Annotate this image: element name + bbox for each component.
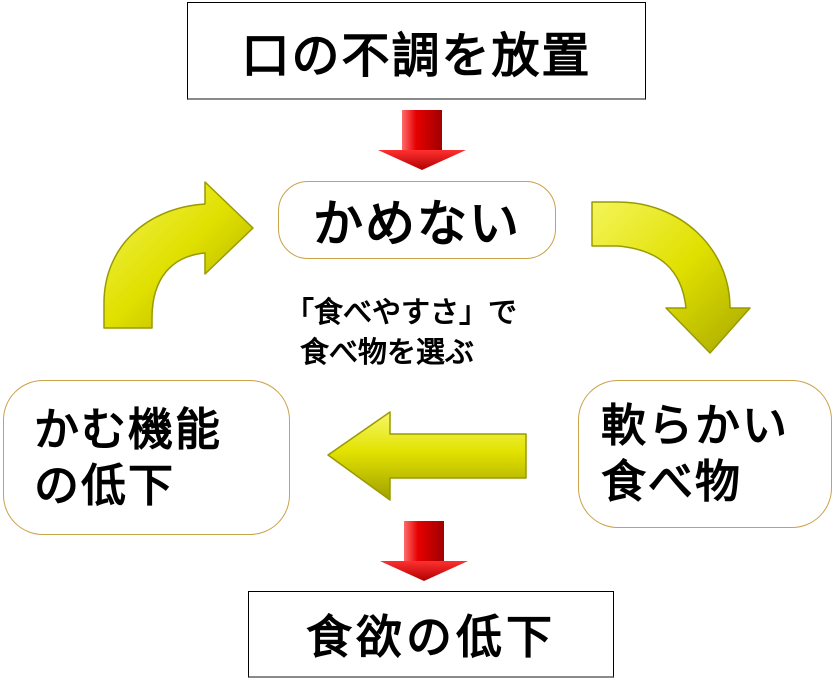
result-text: 食欲の低下 [306,610,556,664]
result-box: 食欲の低下 [248,591,614,678]
yellow-curved-arrow-right [591,201,751,354]
node-chewing-decline-line-1: かむ機能 [34,402,223,456]
node-soft-food: 軟らかい 食べ物 [578,380,832,528]
yellow-left-arrow [327,411,527,501]
center-note-line-2: 食べ物を選ぶ [300,335,475,369]
node-chewing-decline: かむ機能 の低下 [3,380,290,535]
node-soft-food-line-2: 食べ物 [601,455,743,508]
node-kamenai-text: かめない [313,195,521,253]
node-chewing-decline-line-2: の低下 [34,458,176,512]
node-soft-food-line-1: 軟らかい [601,399,790,452]
yellow-curved-arrow-left [103,181,254,329]
center-note-line-1: 「食べやすさ」で [285,295,518,329]
red-down-arrow-bottom [380,521,468,581]
node-kamenai: かめない [278,181,556,259]
problem-text: 口の不調を放置 [241,27,592,84]
red-down-arrow-top [378,110,466,170]
center-note: 「食べやすさ」で 食べ物を選ぶ [285,292,575,372]
problem-box: 口の不調を放置 [187,2,646,100]
